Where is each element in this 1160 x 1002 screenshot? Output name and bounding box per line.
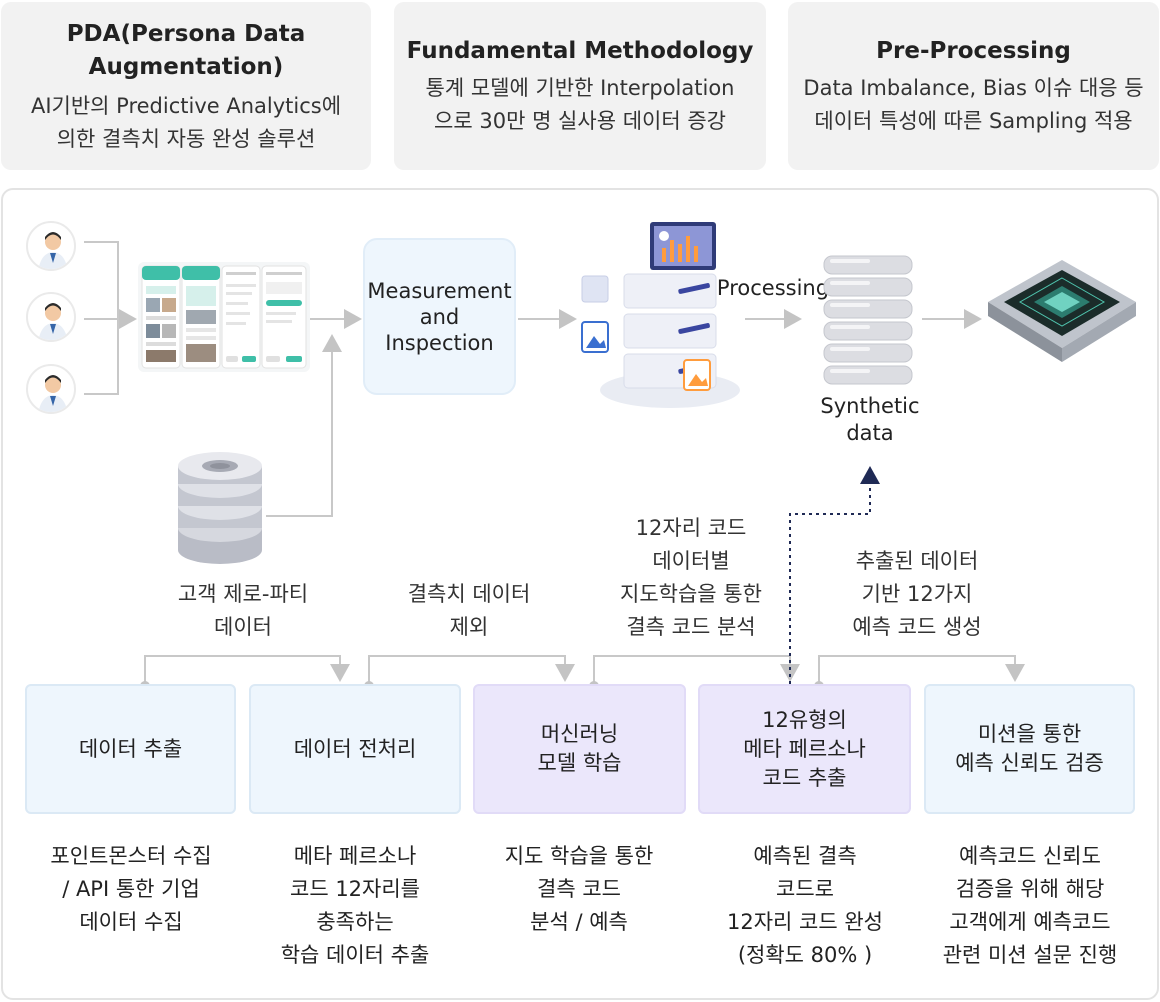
step-code-extraction-desc: 예측된 결측 코드로 12자리 코드 완성 (정확도 80% ) bbox=[727, 844, 883, 967]
preprocessing-card-title: Pre-Processing bbox=[876, 38, 1071, 64]
measurement-inspection-box: Measurement and Inspection bbox=[363, 238, 516, 395]
methodology-card-title: Fundamental Methodology bbox=[406, 38, 754, 64]
database-stack-icon bbox=[818, 248, 918, 386]
person-avatar-icon bbox=[26, 221, 76, 271]
step-data-preprocessing: 데이터 전처리 bbox=[249, 684, 461, 814]
methodology-card-desc: 통계 모델에 기반한 Interpolation 으로 30만 명 실사용 데이… bbox=[425, 76, 735, 133]
person-avatar-icon bbox=[26, 292, 76, 342]
app-screens-icon bbox=[138, 262, 310, 372]
preprocessing-card-desc: Data Imbalance, Bias 이슈 대응 등 데이터 특성에 따른 … bbox=[803, 76, 1144, 133]
preprocessing-card: Pre-Processing Data Imbalance, Bias 이슈 대… bbox=[788, 2, 1159, 170]
methodology-card: Fundamental Methodology 통계 모델에 기반한 Inter… bbox=[394, 2, 766, 170]
server-stack-icon bbox=[578, 210, 746, 412]
exclude-missing-label: 결측치 데이터 제외 bbox=[407, 582, 531, 639]
pda-card-title: PDA(Persona Data Augmentation) bbox=[66, 21, 306, 80]
processing-label: Processing bbox=[716, 276, 830, 300]
zero-party-data-label: 고객 제로-파티 데이터 bbox=[177, 582, 309, 639]
chip-icon bbox=[986, 256, 1138, 366]
step-model-training: 머신러닝 모델 학습 bbox=[473, 684, 686, 814]
step-data-preprocessing-desc: 메타 페르소나 코드 12자리를 충족하는 학습 데이터 추출 bbox=[280, 844, 430, 967]
step-verification: 미션을 통한 예측 신뢰도 검증 bbox=[924, 684, 1135, 814]
supervised-learning-label: 12자리 코드 데이터별 지도학습을 통한 결측 코드 분석 bbox=[620, 516, 762, 639]
person-avatar-icon bbox=[26, 364, 76, 414]
synthetic-data-label: Synthetic data bbox=[820, 394, 920, 445]
step-code-extraction: 12유형의 메타 페르소나 코드 추출 bbox=[698, 684, 911, 814]
step-model-training-desc: 지도 학습을 통한 결측 코드 분석 / 예측 bbox=[504, 844, 654, 934]
pda-card: PDA(Persona Data Augmentation) AI기반의 Pre… bbox=[1, 2, 371, 170]
database-icon bbox=[174, 450, 266, 570]
code-generation-label: 추출된 데이터 기반 12가지 예측 코드 생성 bbox=[852, 549, 982, 639]
step-data-extraction: 데이터 추출 bbox=[25, 684, 236, 814]
step-data-extraction-desc: 포인트몬스터 수집 / API 통한 기업 데이터 수집 bbox=[50, 844, 212, 934]
pda-card-desc: AI기반의 Predictive Analytics에 의한 결측치 자동 완성… bbox=[30, 94, 342, 151]
step-verification-desc: 예측코드 신뢰도 검증을 위해 해당 고객에게 예측코드 관련 미션 설문 진행 bbox=[942, 844, 1118, 967]
